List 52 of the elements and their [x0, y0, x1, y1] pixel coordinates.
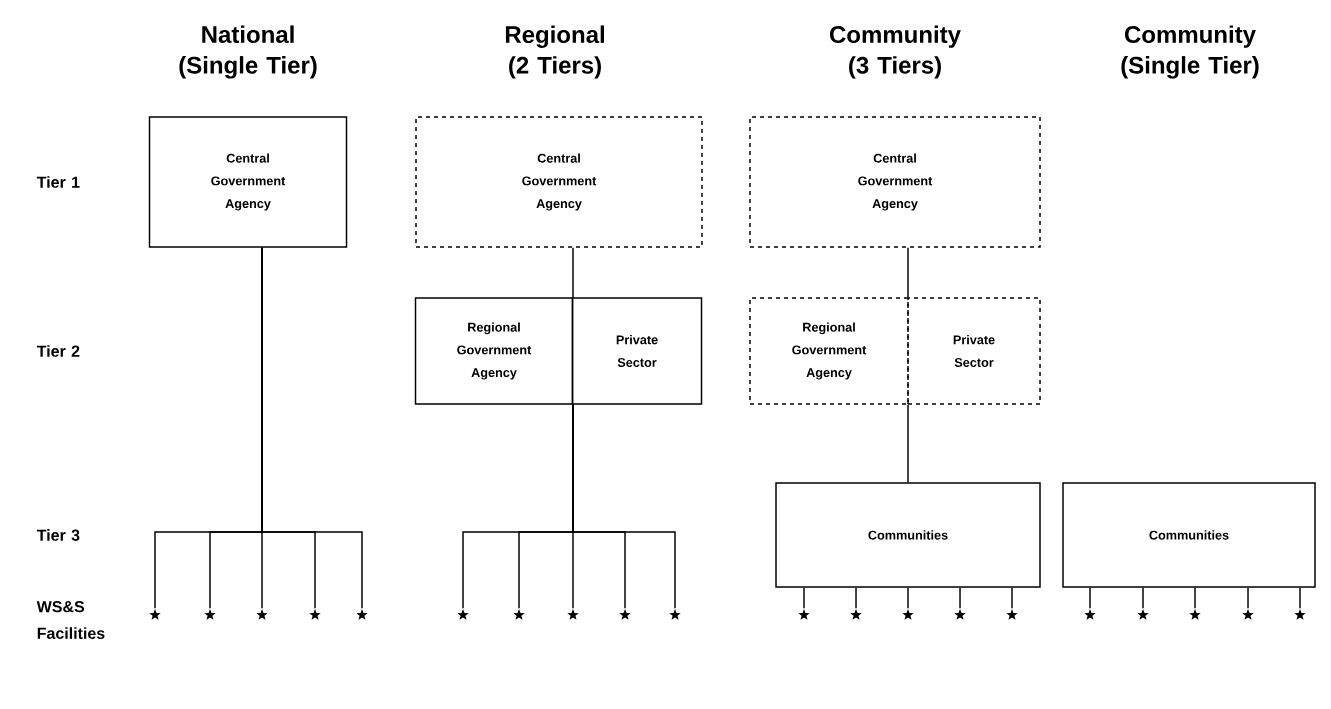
column-heading: Community (Single Tier) — [1121, 25, 1259, 79]
facility-star — [1006, 609, 1018, 620]
connector-line — [1194, 587, 1196, 609]
tier-label: Tier 1 — [36, 176, 80, 188]
facility-star — [256, 609, 268, 620]
facility-star — [356, 609, 368, 620]
dashed-box: Central Government Agency — [749, 116, 1041, 248]
connector-line — [1089, 587, 1091, 609]
facility-star — [513, 609, 525, 620]
facility-star — [309, 609, 321, 620]
connector-line — [959, 587, 961, 609]
facility-star — [798, 609, 810, 620]
column-heading: National (Single Tier) — [179, 25, 317, 79]
tier-label: Tier 2 — [36, 345, 80, 357]
column-heading: Community (3 Tiers) — [830, 25, 961, 79]
tier-label: Tier 3 — [36, 529, 80, 541]
connector-line — [572, 404, 676, 609]
connector-line — [907, 247, 909, 298]
facility-star — [149, 609, 161, 620]
process-box: Communities — [775, 482, 1041, 588]
connector-line — [1299, 587, 1301, 609]
facility-star — [1189, 609, 1201, 620]
connector-line — [907, 404, 909, 483]
column-heading: Regional (2 Tiers) — [505, 25, 604, 79]
dashed-box: Private Sector — [907, 297, 1041, 405]
facility-star — [850, 609, 862, 620]
facility-star — [1084, 609, 1096, 620]
facility-star — [954, 609, 966, 620]
process-box: Regional Government Agency — [414, 297, 574, 405]
facility-star — [204, 609, 216, 620]
connector-line — [572, 247, 574, 298]
connector-line — [907, 587, 909, 609]
facility-star — [1137, 609, 1149, 620]
process-box: Central Government Agency — [148, 116, 348, 248]
facility-star — [567, 609, 579, 620]
connector-line — [1247, 587, 1249, 609]
facility-star — [457, 609, 469, 620]
dashed-box: Regional Government Agency — [749, 297, 909, 405]
facility-star — [669, 609, 681, 620]
process-box: Communities — [1062, 482, 1316, 588]
facility-star — [619, 609, 631, 620]
connector-line — [803, 587, 805, 609]
process-box: Private Sector — [571, 297, 703, 405]
facility-star — [1242, 609, 1254, 620]
tier-label: WS&S Facilities — [36, 601, 105, 639]
facility-star — [902, 609, 914, 620]
connector-line — [261, 247, 363, 609]
facility-star — [1294, 609, 1306, 620]
connector-line — [1142, 587, 1144, 609]
connector-line — [1011, 587, 1013, 609]
dashed-box: Central Government Agency — [415, 116, 703, 248]
connector-line — [855, 587, 857, 609]
